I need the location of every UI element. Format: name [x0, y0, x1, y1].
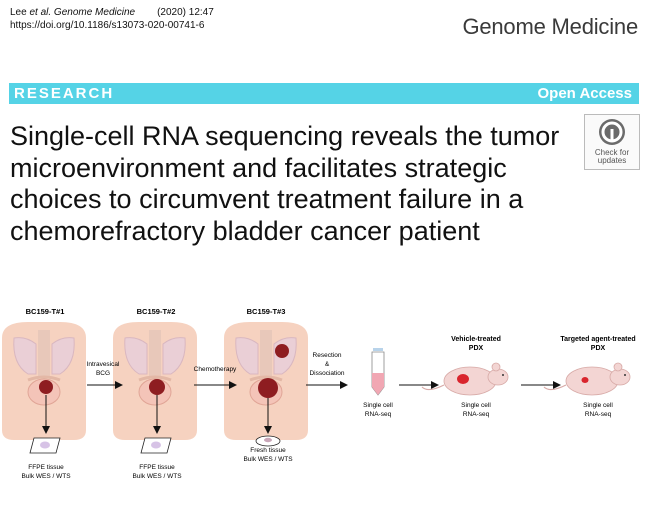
- treatment-resection-1: Resection: [313, 352, 342, 359]
- tumor-2: [149, 379, 165, 395]
- article-title: Single-cell RNA sequencing reveals the t…: [10, 121, 560, 246]
- tumor-lung: [275, 344, 289, 358]
- sample-label-1: BC159-T#1: [26, 307, 65, 316]
- ffpe-slide-2: [140, 437, 172, 454]
- citation: Lee et al. Genome Medicine (2020) 12:47 h…: [10, 6, 214, 32]
- scrna-tube: [371, 348, 385, 396]
- journal-name: Genome Medicine: [462, 14, 638, 39]
- fresh-label-b: Bulk WES / WTS: [243, 456, 293, 463]
- scseq-label-2a: Single cell: [461, 402, 491, 409]
- fresh-tissue-dish: [255, 435, 281, 447]
- patient-body-3: [222, 320, 310, 442]
- check-for-updates-button[interactable]: Check for updates: [584, 114, 640, 170]
- citation-journal: et al. Genome Medicine: [29, 7, 136, 18]
- patient-body-2: [111, 320, 199, 442]
- vehicle-pdx-title-a: Vehicle-treated: [451, 336, 501, 343]
- check-updates-label-2: updates: [597, 156, 627, 165]
- tumor-1: [39, 380, 53, 394]
- scseq-label-1b: RNA-seq: [365, 411, 392, 418]
- xenograft-tumor-vehicle: [457, 374, 469, 384]
- mouse-icon-vehicle: [421, 362, 509, 396]
- check-updates-label-1: Check for: [594, 148, 630, 157]
- citation-doi[interactable]: https://doi.org/10.1186/s13073-020-00741…: [10, 20, 205, 31]
- citation-year-page: (2020) 12:47: [157, 7, 214, 18]
- check-updates-icon: [599, 119, 625, 145]
- ffpe-label-1a: FFPE tissue: [28, 464, 64, 471]
- scseq-label-1a: Single cell: [363, 402, 393, 409]
- open-access-label: Open Access: [537, 85, 633, 102]
- ffpe-label-2a: FFPE tissue: [139, 464, 175, 471]
- xenograft-tumor-targeted: [581, 377, 589, 383]
- treatment-resection-2: &: [325, 361, 330, 368]
- treatment-bcg-1: Intravesical: [87, 361, 120, 368]
- ffpe-label-1b: Bulk WES / WTS: [21, 473, 71, 480]
- treatment-bcg-2: BCG: [96, 370, 110, 377]
- scseq-label-3a: Single cell: [583, 402, 613, 409]
- scseq-label-3b: RNA-seq: [585, 411, 612, 418]
- treatment-resection-3: Dissociation: [309, 370, 344, 377]
- article-type-label: RESEARCH: [14, 85, 115, 102]
- sample-label-2: BC159-T#2: [137, 307, 176, 316]
- sample-label-3: BC159-T#3: [247, 307, 286, 316]
- tumor-3: [258, 378, 278, 398]
- targeted-pdx-title-a: Targeted agent-treated: [560, 336, 635, 343]
- scseq-label-2b: RNA-seq: [463, 411, 490, 418]
- vehicle-pdx-title-b: PDX: [469, 345, 484, 352]
- article-type-banner: RESEARCH Open Access: [9, 83, 639, 104]
- mouse-icon-targeted: [543, 362, 631, 396]
- ffpe-slide-1: [29, 437, 61, 454]
- fresh-label-a: Fresh tissue: [250, 447, 286, 454]
- ffpe-label-2b: Bulk WES / WTS: [132, 473, 182, 480]
- patient-body-1: [0, 320, 88, 442]
- targeted-pdx-title-b: PDX: [591, 345, 606, 352]
- treatment-chemo: Chemotherapy: [194, 366, 237, 373]
- graphical-abstract-figure: BC159-T#1 BC159-T#2 BC159-T#3 Intravesic…: [0, 307, 636, 480]
- citation-authors: Lee: [10, 7, 30, 18]
